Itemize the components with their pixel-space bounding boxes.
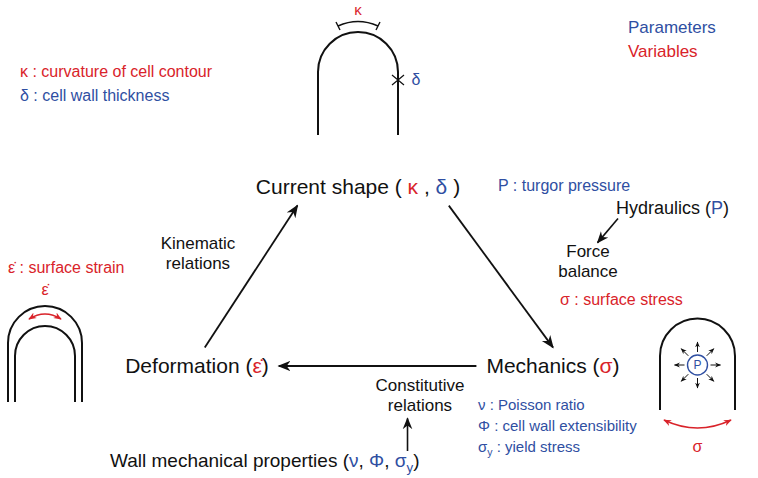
pressure-arrow (707, 349, 714, 356)
text-run: P (711, 198, 723, 218)
text-run: δ (412, 71, 421, 88)
text-run: Φ : cell wall extensibility (478, 417, 637, 434)
key-text: Parameters (628, 18, 716, 38)
text-run: ε̇ (41, 281, 48, 298)
text-run: ) (723, 198, 729, 218)
text-run: σ (600, 354, 613, 377)
text-run: Kinematic relations (161, 234, 236, 273)
symbol-label: κ (354, 1, 362, 19)
pressure-circle (688, 355, 708, 375)
edge-label: Constitutive relations (365, 376, 475, 417)
text-run: y (487, 446, 492, 458)
stress-arrow (664, 420, 731, 428)
text-run: Mechanics ( (486, 354, 599, 377)
text-run: σ (478, 438, 487, 455)
cycle-arrow (279, 365, 477, 367)
input-label: Wall mechanical properties (ν, Φ, σy) (110, 450, 420, 476)
text-run: Force balance (558, 242, 618, 281)
parameter-legend: ν : Poisson ratio (478, 396, 585, 414)
parameter-legend: δ : cell wall thickness (20, 86, 169, 105)
input-arrow (407, 418, 409, 451)
text-run: ε̇ : surface strain (8, 259, 125, 276)
text-run: P (693, 358, 701, 372)
cycle-arrow (205, 206, 298, 348)
process-node: Mechanics (σ) (480, 351, 625, 380)
text-run: Hydraulics ( (616, 198, 711, 218)
input-arrow (598, 219, 618, 243)
text-run: : yield stress (493, 438, 581, 455)
text-run: σ (395, 450, 407, 471)
pressure-arrow (681, 349, 688, 356)
text-run: , (384, 450, 395, 471)
pressure-arrow (711, 365, 721, 366)
process-node: Current shape ( κ , δ ) (250, 172, 466, 201)
text-run: y (407, 460, 414, 475)
text-run: Current shape ( (256, 175, 408, 198)
process-node: Deformation (ε̇) (119, 351, 275, 380)
text-run: κ : curvature of cell contour (20, 63, 212, 80)
text-run: δ (436, 175, 448, 198)
symbol-label: ε̇ (41, 280, 48, 299)
text-run: Φ (369, 450, 384, 471)
text-run: δ : cell wall thickness (20, 87, 169, 104)
text-run: ν : Poisson ratio (478, 396, 585, 413)
text-run: P : turgor pressure (498, 177, 630, 194)
pressure-arrow (681, 374, 688, 381)
symbol-label: P (693, 358, 701, 372)
text-run: σ (693, 438, 703, 455)
text-run: , (359, 450, 370, 471)
text-run: , (418, 175, 436, 198)
variable-legend: ε̇ : surface strain (8, 258, 125, 277)
pressure-arrows (675, 342, 721, 388)
thickness-mark (392, 75, 404, 85)
symbol-label: δ (412, 70, 421, 89)
text-run: κ (354, 1, 362, 18)
variable-legend: κ : curvature of cell contour (20, 62, 212, 81)
pressure-arrow (707, 374, 714, 381)
pressure-arrow (697, 378, 698, 388)
curvature-tick (336, 22, 380, 30)
edge-label: Force balance (548, 242, 628, 283)
node-label: Mechanics (σ) (486, 353, 619, 378)
node-label: Deformation (ε̇) (125, 353, 269, 378)
pressure-arrow (697, 342, 698, 352)
parameter-legend: P : turgor pressure (498, 176, 630, 195)
input-label: Hydraulics (P) (616, 198, 729, 220)
curvature-arc (338, 22, 378, 27)
text-run: σ : surface stress (560, 291, 683, 308)
edge-label: Kinematic relations (156, 234, 241, 275)
text-run: ) (262, 354, 269, 377)
text-run: ε̇ (252, 354, 261, 377)
symbol-label: σ (693, 437, 703, 456)
cell-outline-outer (8, 306, 82, 402)
text-run: Deformation ( (125, 354, 252, 377)
text-run: ) (413, 450, 419, 471)
pressure-arrow (675, 365, 685, 366)
cell-outline-inner (15, 326, 75, 402)
text-run: Parameters (628, 18, 716, 37)
text-run: ) (613, 354, 620, 377)
cell-outline (660, 319, 735, 410)
node-label: Current shape ( κ , δ ) (256, 174, 460, 199)
strain-arrow (29, 314, 61, 319)
text-run: κ (408, 175, 419, 198)
text-run: Constitutive relations (376, 376, 465, 415)
text-run: Variables (628, 42, 698, 61)
key-text: Variables (628, 42, 698, 62)
text-run: ) (447, 175, 460, 198)
cycle-arrow (449, 206, 553, 348)
cell-outline (318, 32, 398, 135)
text-run: ν (349, 450, 359, 471)
text-run: Wall mechanical properties ( (110, 450, 349, 471)
parameter-legend: σy : yield stress (478, 438, 580, 459)
variable-legend: σ : surface stress (560, 290, 683, 309)
parameter-legend: Φ : cell wall extensibility (478, 417, 637, 435)
